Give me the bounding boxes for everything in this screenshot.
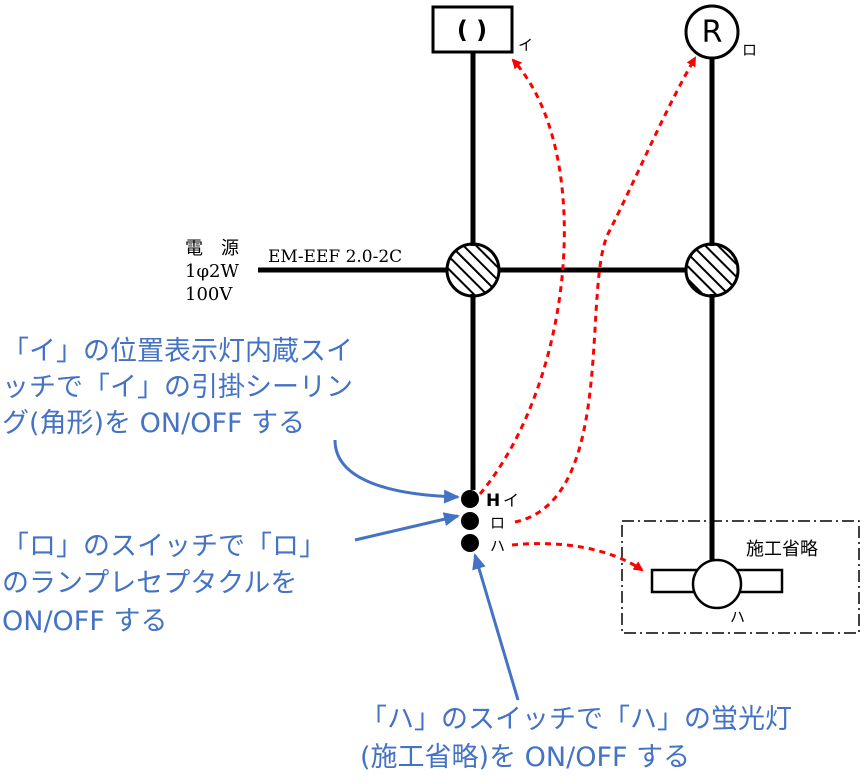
junction-box-2 bbox=[684, 242, 740, 298]
pointer-note-3-to-switch-ha bbox=[472, 553, 520, 701]
receptacle-circle bbox=[684, 4, 740, 60]
junction-box-1-circle bbox=[445, 242, 501, 298]
fluorescent-circle bbox=[691, 558, 743, 610]
receptacle-symbol: R bbox=[702, 15, 723, 50]
note-1: 「イ」の位置表示灯内蔵スイ ッチで「イ」の引掛シーリン グ(角形)を ON/OF… bbox=[2, 336, 353, 439]
note-2-line-1: 「ロ」のスイッチで「ロ」 bbox=[2, 531, 326, 562]
note-3-line-2: (施工省略)を ON/OFF する bbox=[360, 742, 690, 773]
receptacle-label: ロ bbox=[742, 41, 757, 59]
note-3-line-1: 「ハ」のスイッチで「ハ」の蛍光灯 bbox=[360, 704, 792, 735]
omitted-area-border bbox=[621, 520, 860, 634]
junction-box-1 bbox=[445, 242, 501, 298]
pointer-arrows bbox=[333, 439, 520, 701]
omitted-area: 施工省略 bbox=[621, 520, 860, 634]
switch-ro-label: ロ bbox=[490, 514, 505, 532]
control-arrows bbox=[478, 56, 697, 572]
wiring-lines bbox=[258, 52, 715, 566]
note-1-line-3: グ(角形)を ON/OFF する bbox=[2, 408, 305, 439]
note-1-line-1: 「イ」の位置表示灯内蔵スイ bbox=[2, 336, 353, 367]
note-2-line-3: ON/OFF する bbox=[2, 606, 167, 637]
power-source: 電 源 1φ2W 100V bbox=[185, 238, 240, 305]
fluorescent-light: ハ bbox=[650, 558, 784, 626]
note-2: 「ロ」のスイッチで「ロ」 のランプレセプタクルを ON/OFF する bbox=[2, 531, 326, 637]
note-1-line-2: ッチで「イ」の引掛シーリン bbox=[2, 372, 353, 403]
power-line-1: 電 源 bbox=[185, 238, 239, 259]
ceiling-fixture-symbol: ( ) bbox=[457, 16, 487, 44]
switch-group: H イ ロ ハ bbox=[461, 490, 519, 555]
arrow-switch-i-to-ceiling bbox=[478, 58, 566, 495]
power-line-3: 100V bbox=[185, 284, 233, 305]
ceiling-fixture: ( ) イ bbox=[431, 5, 533, 54]
switch-h-mark: H bbox=[486, 491, 500, 511]
switch-ha[interactable] bbox=[461, 534, 479, 552]
switch-i-label: イ bbox=[503, 491, 519, 510]
arrow-switch-ha-to-fluorescent bbox=[511, 542, 644, 572]
arrow-switch-ro-to-receptacle bbox=[514, 56, 697, 524]
switch-ha-label: ハ bbox=[490, 537, 505, 555]
junction-box-2-circle bbox=[684, 242, 740, 298]
fluorescent-label: ハ bbox=[730, 608, 745, 626]
ceiling-fixture-label: イ bbox=[518, 36, 533, 54]
omitted-area-label: 施工省略 bbox=[746, 539, 818, 560]
cable-label: EM-EEF 2.0-2C bbox=[268, 247, 402, 267]
power-line-2: 1φ2W bbox=[185, 261, 240, 282]
lamp-receptacle: R ロ bbox=[684, 4, 757, 60]
pointer-note-2-to-switch-ro bbox=[354, 512, 460, 542]
note-3: 「ハ」のスイッチで「ハ」の蛍光灯 (施工省略)を ON/OFF する bbox=[360, 704, 792, 773]
ceiling-fixture-box bbox=[431, 5, 514, 54]
switch-ro[interactable] bbox=[461, 512, 479, 530]
switch-i[interactable] bbox=[461, 490, 479, 508]
pointer-note-1-to-switch-i bbox=[333, 439, 460, 504]
note-2-line-2: のランプレセプタクルを bbox=[2, 568, 297, 599]
